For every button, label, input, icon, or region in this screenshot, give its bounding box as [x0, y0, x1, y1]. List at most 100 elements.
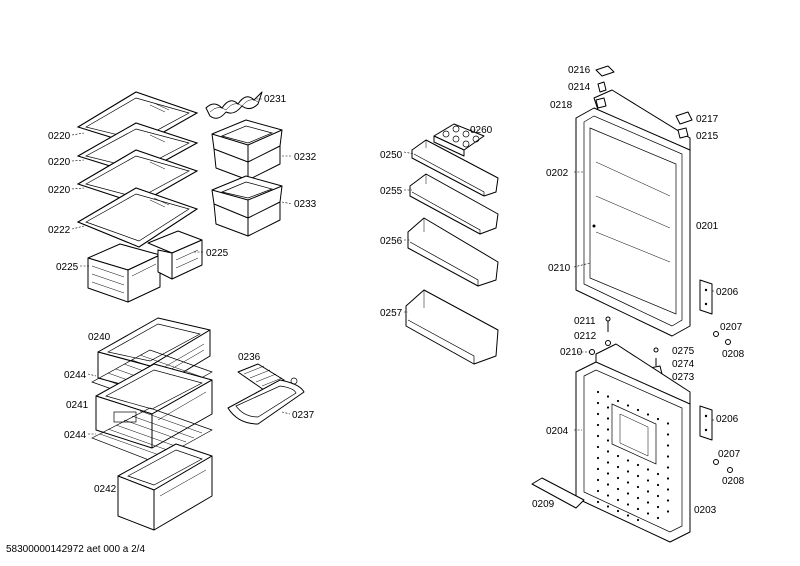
liner-dot — [626, 503, 630, 506]
liner-dot — [596, 489, 600, 493]
label-0257: 0257 — [380, 308, 403, 319]
label-0232: 0232 — [294, 152, 317, 163]
door-shelf-0257 — [405, 289, 499, 365]
liner-dot — [616, 509, 620, 513]
label-0214: 0214 — [568, 82, 591, 93]
label-0206-lower: 0206 — [716, 414, 739, 425]
drawer-0241 — [95, 363, 213, 449]
label-0260: 0260 — [470, 125, 493, 136]
handle-0209 — [531, 477, 585, 509]
screw-0211 — [605, 316, 611, 332]
label-0216: 0216 — [568, 65, 591, 76]
liner-dot — [656, 494, 660, 498]
label-0210-upper: 0210 — [548, 263, 571, 274]
liner-dot — [606, 428, 610, 431]
hinge-cover-0217 — [675, 111, 693, 125]
liner-dot — [636, 507, 640, 511]
door-shelf-0250 — [411, 139, 499, 197]
wire-basket-0244-lower — [91, 407, 213, 463]
label-0274: 0274 — [672, 359, 695, 370]
liner-dot — [646, 501, 650, 504]
liner-dot — [636, 408, 640, 412]
liner-dot — [596, 467, 600, 471]
label-0220-lower: 0220 — [48, 185, 71, 196]
document-reference: 58300000142972 aet 000 a 2/4 — [6, 544, 146, 555]
liner-dot — [626, 514, 630, 517]
label-0207-upper: 0207 — [720, 322, 743, 333]
liner-dot — [656, 417, 660, 421]
label-0225-right: 0225 — [206, 248, 229, 259]
liner-dot — [656, 516, 660, 520]
label-0241: 0241 — [66, 400, 89, 411]
liner-dot — [646, 512, 650, 515]
liner-dot — [636, 518, 640, 522]
liner-dot — [616, 454, 620, 458]
label-0206-upper: 0206 — [716, 287, 739, 298]
liner-dot — [596, 412, 600, 416]
liner-dot — [666, 499, 670, 502]
glass-shelf-0220-lower — [76, 149, 199, 205]
liner-dot — [626, 492, 630, 495]
door-gasket-0202 — [575, 107, 691, 337]
liner-dot — [596, 445, 600, 449]
label-0222: 0222 — [48, 225, 71, 236]
label-0242: 0242 — [94, 484, 117, 495]
liner-dot — [616, 487, 620, 491]
liner-dot — [606, 494, 610, 497]
liner-dot — [636, 463, 640, 467]
liner-dot — [666, 477, 670, 480]
liner-dot — [626, 404, 630, 407]
divider-insert-0231 — [205, 91, 263, 119]
liner-dot — [616, 399, 620, 403]
label-0240: 0240 — [88, 332, 111, 343]
liner-dot — [596, 423, 600, 427]
drawer-0242 — [117, 443, 213, 531]
liner-dot — [606, 472, 610, 475]
liner-dot — [666, 444, 670, 447]
liner-dot — [666, 455, 670, 458]
liner-dot — [656, 483, 660, 487]
door-tray-0233 — [211, 175, 283, 237]
label-0236: 0236 — [238, 352, 261, 363]
hinge-part-0215 — [677, 127, 689, 139]
label-0202: 0202 — [546, 168, 569, 179]
label-0250: 0250 — [380, 150, 403, 161]
liner-dot — [636, 496, 640, 500]
liner-dot — [606, 483, 610, 486]
liner-dot — [606, 406, 610, 409]
label-0208-lower: 0208 — [722, 476, 745, 487]
leader-lines — [71, 98, 714, 435]
hinge-part-0214 — [597, 81, 607, 93]
liner-dot — [606, 417, 610, 420]
liner-dot — [666, 433, 670, 436]
liner-dot — [606, 450, 610, 453]
liner-dot — [606, 439, 610, 442]
label-0275: 0275 — [672, 346, 695, 357]
label-0255: 0255 — [380, 186, 403, 197]
liner-dot — [596, 478, 600, 482]
washer-0212 — [605, 340, 611, 346]
door-tray-0232 — [211, 119, 283, 181]
liner-dot — [596, 390, 600, 394]
door-gasket-0204 — [575, 361, 691, 543]
liner-dot — [666, 466, 670, 469]
label-0233: 0233 — [294, 199, 317, 210]
container-0225-right — [147, 230, 203, 280]
label-0211: 0211 — [574, 316, 596, 327]
liner-dot — [666, 422, 670, 425]
label-0215: 0215 — [696, 131, 719, 142]
liner-dot — [666, 510, 670, 513]
label-0256: 0256 — [380, 236, 403, 247]
part-0275 — [653, 347, 659, 353]
label-0208-upper: 0208 — [722, 349, 745, 360]
label-0244-upper: 0244 — [64, 370, 87, 381]
liner-dot — [606, 461, 610, 464]
label-0203: 0203 — [694, 505, 717, 516]
label-0220-top: 0220 — [48, 131, 71, 142]
label-0207-lower: 0207 — [718, 449, 741, 460]
liner-dot — [616, 476, 620, 480]
liner-dot — [646, 490, 650, 493]
liner-dot — [666, 488, 670, 491]
washer-0208-upper — [725, 339, 731, 345]
